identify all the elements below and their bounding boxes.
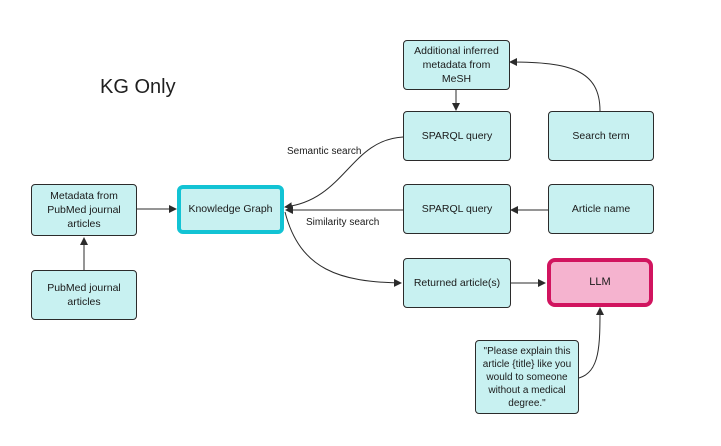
node-sparql-query-article: SPARQL query [403,184,511,234]
edge-kg-to-returned [284,211,402,287]
edge-label-semantic-search: Semantic search [287,146,362,157]
node-mesh-metadata: Additional inferred metadata from MeSH [403,40,510,90]
node-returned-articles: Returned article(s) [403,258,511,308]
edge-searchterm-to-mesh [509,58,601,112]
edge-label-similarity-search: Similarity search [306,217,380,228]
diagram-title: KG Only [100,76,176,98]
node-knowledge-graph: Knowledge Graph [177,185,284,234]
edge-sparql1-to-kg [284,136,404,211]
node-metadata-pubmed: Metadata from PubMed journal articles [31,184,137,236]
node-article-name: Article name [548,184,654,234]
node-prompt: "Please explain this article {title} lik… [475,340,579,414]
edge-prompt-to-llm [578,307,604,379]
node-llm: LLM [547,258,653,307]
node-sparql-query-semantic: SPARQL query [403,111,511,161]
node-search-term: Search term [548,111,654,161]
node-pubmed-articles: PubMed journal articles [31,270,137,320]
